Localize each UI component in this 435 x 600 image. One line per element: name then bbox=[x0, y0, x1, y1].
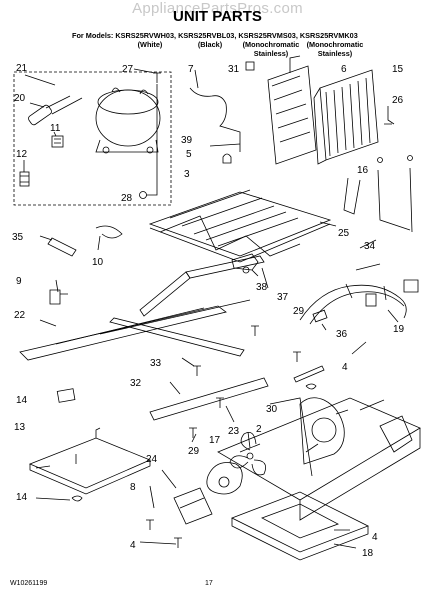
drain-tray-18 bbox=[231, 491, 369, 561]
callout-label: 37 bbox=[277, 292, 289, 303]
callout-label: 34 bbox=[364, 241, 376, 252]
callout-label: 14 bbox=[16, 492, 28, 503]
callout-label: 39 bbox=[181, 135, 193, 146]
callout-label: 15 bbox=[392, 64, 404, 75]
clip-part-9 bbox=[49, 289, 68, 305]
condenser-coil bbox=[313, 69, 379, 165]
callout-label: 4 bbox=[130, 540, 136, 551]
bracket-bar-32 bbox=[149, 377, 269, 421]
variant-mono-stainless-2: (Monochromatic Stainless) bbox=[306, 40, 364, 58]
condenser-panel bbox=[245, 55, 317, 165]
clamp-part-35 bbox=[47, 237, 77, 257]
callout-label: 24 bbox=[146, 454, 158, 465]
callout-label: 3 bbox=[184, 169, 190, 180]
clip-part-5 bbox=[222, 153, 232, 164]
screw-part-33 bbox=[193, 365, 201, 376]
callout-label: 18 bbox=[362, 548, 374, 559]
model-list: For Models: KSRS25RVWH03, KSRS25RVBL03, … bbox=[72, 31, 358, 40]
callout-label: 30 bbox=[266, 404, 278, 415]
callout-label: 9 bbox=[16, 276, 22, 287]
bolt-part-36 bbox=[293, 365, 325, 383]
callout-label: 20 bbox=[14, 93, 26, 104]
fan-motor-assembly bbox=[206, 431, 267, 495]
strip-part-39 bbox=[209, 143, 241, 147]
fan-shroud-30 bbox=[269, 397, 345, 477]
callout-label: 38 bbox=[256, 282, 268, 293]
evaporator-coil bbox=[148, 189, 337, 263]
motor-bracket-24 bbox=[173, 487, 213, 525]
frame-rail bbox=[19, 255, 265, 361]
callout-label: 26 bbox=[392, 95, 404, 106]
screw-part-8 bbox=[146, 519, 154, 530]
tube-part-7 bbox=[189, 87, 241, 152]
callout-label: 32 bbox=[130, 378, 142, 389]
callout-label: 29 bbox=[293, 306, 305, 317]
screw-part-4 bbox=[174, 537, 182, 548]
callout-label: 16 bbox=[357, 165, 369, 176]
document-number: W10261199 bbox=[10, 580, 48, 587]
callout-label: 31 bbox=[228, 64, 240, 75]
callout-label: 28 bbox=[121, 193, 133, 204]
callout-label: 33 bbox=[150, 358, 162, 369]
callout-label: 23 bbox=[228, 426, 240, 437]
pad-part bbox=[56, 388, 76, 403]
rod-part-16 bbox=[343, 177, 361, 215]
callout-label: 22 bbox=[14, 310, 26, 321]
callout-label: 19 bbox=[393, 324, 405, 335]
bracket-part-26 bbox=[384, 106, 395, 125]
callout-label: 11 bbox=[50, 123, 61, 134]
variant-black: (Black) bbox=[197, 40, 223, 49]
page-title: UNIT PARTS bbox=[173, 8, 262, 25]
wire-part-10 bbox=[95, 225, 123, 239]
screw-part-29 bbox=[293, 351, 301, 362]
callout-label: 4 bbox=[342, 362, 348, 373]
callout-label: 5 bbox=[186, 149, 192, 160]
machine-base bbox=[217, 397, 421, 521]
callout-label: 6 bbox=[341, 64, 347, 75]
compressor-part bbox=[95, 87, 161, 154]
callout-label: 25 bbox=[338, 228, 350, 239]
grommet-part bbox=[139, 191, 147, 199]
callout-label: 7 bbox=[188, 64, 194, 75]
callout-label: 14 bbox=[16, 395, 28, 406]
rod-part-25 bbox=[377, 167, 413, 233]
callout-label: 27 bbox=[122, 64, 134, 75]
watermark: AppliancePartsPros.com bbox=[132, 0, 303, 17]
callout-label: 12 bbox=[16, 149, 28, 160]
callout-label: 29 bbox=[188, 446, 200, 457]
washer-part-14 bbox=[71, 495, 83, 502]
callout-label: 21 bbox=[16, 63, 28, 74]
screw-part-37 bbox=[251, 325, 259, 336]
relay-part bbox=[28, 95, 83, 126]
capacitor-part bbox=[51, 135, 64, 148]
variant-mono-stainless-1: (Monochromatic Stainless) bbox=[242, 40, 300, 58]
callout-label: 10 bbox=[92, 257, 104, 268]
callout-label: 2 bbox=[256, 424, 262, 435]
callout-label: 35 bbox=[12, 232, 24, 243]
callout-label: 17 bbox=[209, 435, 221, 446]
callout-label: 13 bbox=[14, 422, 26, 433]
bracket-part-34 bbox=[231, 253, 259, 271]
screw-part-29b bbox=[189, 427, 197, 438]
grommet-part-4 bbox=[305, 383, 317, 390]
drain-pan-13 bbox=[28, 427, 152, 495]
clip-part bbox=[19, 171, 30, 187]
page-number: 17 bbox=[205, 580, 213, 587]
callout-label: 36 bbox=[336, 329, 348, 340]
variant-white: (White) bbox=[137, 40, 163, 49]
callout-label: 8 bbox=[130, 482, 136, 493]
screw-part-23 bbox=[216, 397, 224, 408]
callout-label: 4 bbox=[372, 532, 378, 543]
wiring-harness bbox=[299, 279, 419, 325]
